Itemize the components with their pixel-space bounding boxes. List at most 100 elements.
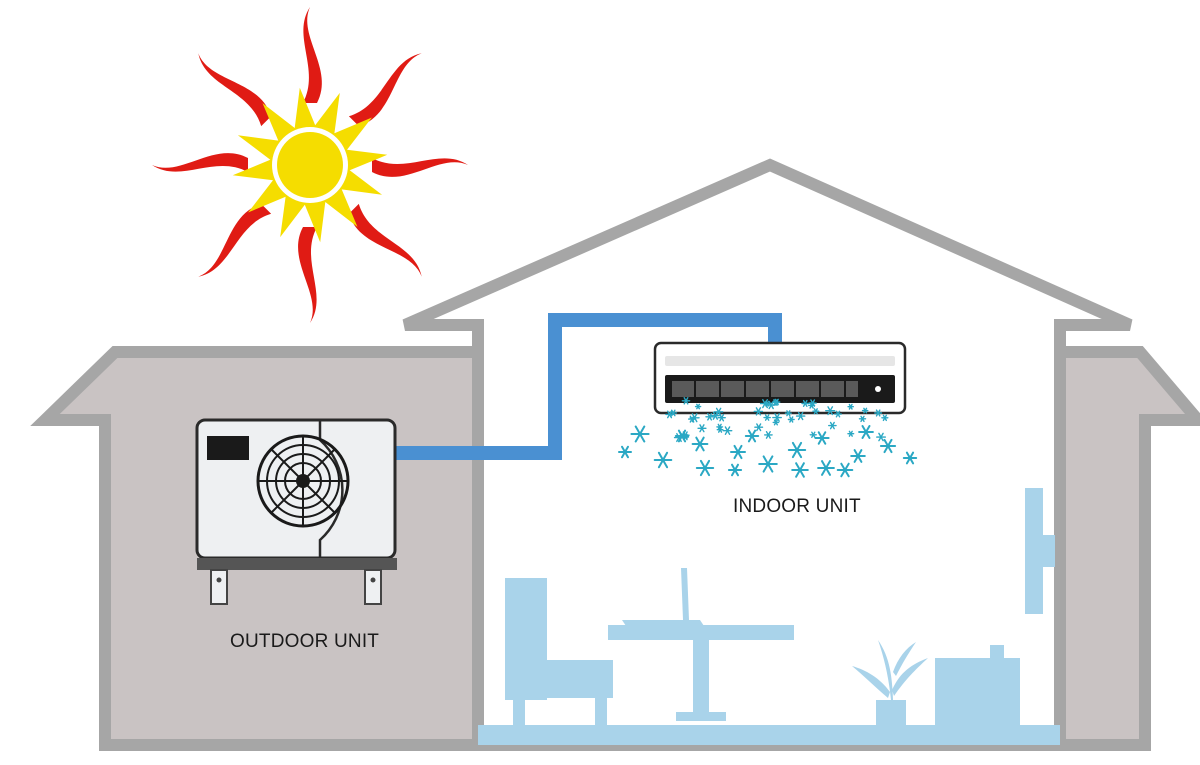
snowflake-icon — [772, 413, 782, 422]
indoor-unit-label: INDOOR UNIT — [733, 496, 861, 517]
snowflake-arm — [707, 413, 713, 421]
outdoor-unit-display — [207, 436, 249, 460]
snowflake-icon — [758, 455, 778, 473]
sun-ray — [372, 158, 468, 177]
snowflake-icon — [861, 407, 869, 414]
snowflake-icon — [801, 399, 810, 407]
snowflake-arm — [621, 445, 629, 459]
snowflake-icon — [691, 436, 709, 452]
snowflake-icon — [847, 403, 854, 410]
snowflake-icon — [618, 445, 632, 459]
snowflake-arm — [695, 436, 705, 452]
snowflake-arm — [861, 425, 871, 439]
snowflake-arm — [762, 455, 774, 473]
snowflake-icon — [795, 411, 806, 421]
snowflake-arm — [878, 432, 884, 442]
snowflake-arm — [733, 444, 743, 460]
snowflake-icon — [858, 415, 867, 423]
snowflake-icon — [902, 451, 918, 465]
tv-cabinet — [935, 645, 1020, 726]
snowflake-icon — [809, 431, 817, 438]
snowflake-arm — [719, 414, 725, 422]
snowflake-arm — [809, 402, 814, 409]
snowflake-icon — [730, 444, 746, 460]
sun-ray — [152, 153, 248, 172]
snowflake-icon — [828, 421, 837, 430]
sun-ray — [348, 203, 422, 277]
snowflake-arm — [795, 462, 805, 478]
snowflake-icon — [713, 407, 724, 417]
snowflake-arm — [802, 399, 808, 407]
outdoor-unit-shelf — [197, 558, 397, 570]
snowflake-arm — [875, 409, 881, 417]
snowflake-arm — [724, 426, 731, 435]
sun-icon — [152, 7, 468, 323]
cold-air-snowflakes — [618, 397, 918, 478]
snowflake-arm — [882, 414, 887, 422]
snowflake-icon — [784, 410, 792, 417]
snowflake-icon — [836, 462, 854, 478]
snowflake-icon — [710, 411, 720, 420]
snowflake-icon — [705, 413, 714, 421]
snowflake-arm — [786, 410, 791, 417]
snowflake-arm — [905, 451, 915, 465]
snowflake-icon — [812, 408, 820, 415]
snowflake-arm — [774, 413, 780, 422]
snowflake-arm — [848, 403, 853, 410]
snowflake-icon — [787, 416, 795, 423]
snowflake-arm — [756, 423, 762, 432]
snowflake-icon — [817, 460, 835, 476]
snowflake-icon — [834, 410, 842, 418]
sun-ray — [298, 227, 317, 323]
sun-ray — [303, 7, 322, 103]
snowflake-arm — [747, 429, 757, 443]
snowflake-icon — [879, 438, 897, 454]
snowflake-arm — [715, 407, 722, 417]
snowflake-arm — [699, 459, 711, 477]
right-outbuilding — [1054, 346, 1200, 751]
snowflake-icon — [874, 409, 883, 417]
snowflake-arm — [634, 425, 646, 443]
snowflake-icon — [727, 463, 743, 477]
snowflake-arm — [699, 424, 705, 433]
snowflake-arm — [677, 429, 687, 443]
snowflake-icon — [665, 410, 674, 419]
snowflake-arm — [840, 462, 850, 478]
snowflake-icon — [653, 451, 673, 469]
snowflake-arm — [773, 399, 778, 406]
snowflake-arm — [689, 415, 695, 423]
snowflake-icon — [881, 414, 889, 422]
snowflake-arm — [762, 399, 768, 409]
snowflake-icon — [876, 432, 886, 442]
snowflake-icon — [808, 402, 816, 409]
snowflake-arm — [712, 411, 718, 420]
snowflake-icon — [695, 459, 715, 477]
sun-ray — [198, 53, 272, 127]
outdoor-unit — [195, 418, 397, 605]
snowflake-icon — [688, 415, 696, 423]
plant-icon — [852, 640, 928, 726]
snowflake-arm — [718, 426, 723, 433]
snowflake-arm — [811, 431, 816, 438]
indoor-unit-icon — [653, 341, 907, 415]
snowflake-icon — [850, 449, 866, 463]
snowflake-arm — [657, 451, 669, 469]
snowflake-icon — [744, 429, 760, 443]
snowflake-arm — [696, 403, 700, 410]
snowflake-icon — [674, 429, 690, 443]
snowflake-icon — [681, 397, 691, 405]
snowflake-arm — [817, 431, 827, 445]
snowflake-arm — [797, 411, 804, 421]
snowflake-arm — [791, 441, 803, 459]
snowflake-icon — [722, 426, 733, 435]
laptop-icon — [622, 568, 704, 626]
snowflake-icon — [697, 424, 707, 433]
snowflake-icon — [825, 406, 836, 416]
main-house — [402, 158, 1133, 751]
snowflake-arm — [667, 410, 673, 419]
snowflake-icon — [764, 431, 773, 439]
floor — [478, 725, 1060, 745]
snowflake-icon — [847, 430, 855, 437]
snowflake-icon — [694, 403, 702, 410]
